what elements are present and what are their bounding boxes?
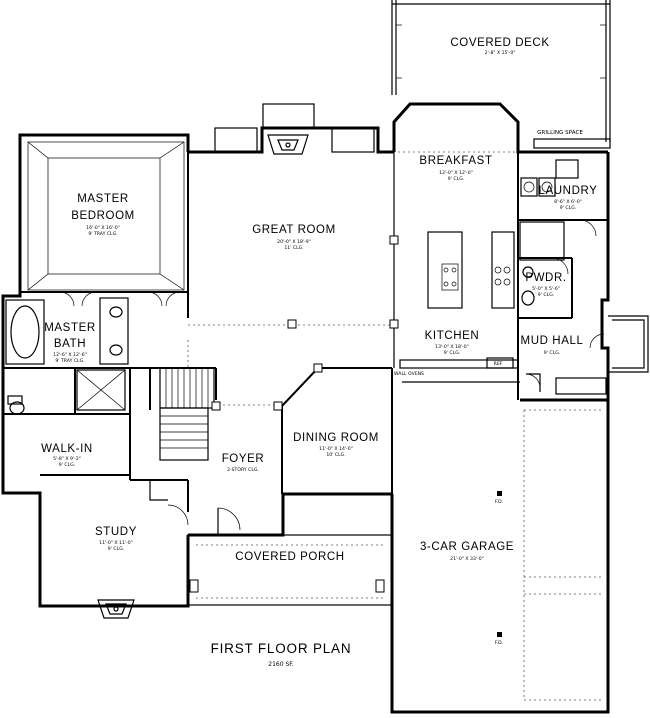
room-labels: COVERED DECK 2'-8" X 15'-0" GRILLING SPA… [41,37,597,668]
columns [189,235,399,593]
svg-text:10' CLG.: 10' CLG. [326,452,345,458]
svg-text:16'-0" X 16'-0": 16'-0" X 16'-0" [86,225,120,231]
label-garage: 3-CAR GARAGE [420,541,514,553]
label-breakfast: BREAKFAST [419,155,492,167]
svg-text:20'-0" X 18'-9": 20'-0" X 18'-9" [277,239,311,245]
svg-text:9' CLG.: 9' CLG. [560,205,576,211]
svg-text:9' TRAY CLG.: 9' TRAY CLG. [88,231,117,237]
label-ref: REF [494,361,503,367]
svg-text:12'-6" X 12'-6": 12'-6" X 12'-6" [53,352,87,358]
svg-text:2'-8" X 15'-0": 2'-8" X 15'-0" [485,50,516,56]
svg-text:13'-0" X 18'-0": 13'-0" X 18'-0" [435,344,469,350]
label-master-bedroom-1: MASTER [77,193,129,205]
label-wall-oven: WALL OVENS [394,371,424,377]
svg-text:11'-0" X 11'-0": 11'-0" X 11'-0" [99,540,133,546]
svg-text:2-STORY CLG.: 2-STORY CLG. [227,467,259,473]
svg-text:9' CLG.: 9' CLG. [544,350,560,356]
svg-text:11'-0" X 14'-0": 11'-0" X 14'-0" [319,446,353,452]
stair-treads [160,368,209,449]
svg-text:9' CLG.: 9' CLG. [448,176,464,182]
interior-walls [3,141,608,701]
label-covered-deck: COVERED DECK [450,37,549,49]
label-covered-porch: COVERED PORCH [235,551,344,563]
label-pwdr: PWDR. [525,272,566,284]
floor-drains [497,491,502,637]
fireplace [214,103,375,155]
label-mud-hall: MUD HALL [521,335,584,347]
label-dining-room: DINING ROOM [293,432,379,444]
svg-text:9' CLG.: 9' CLG. [538,292,554,298]
svg-text:21'-0" X 33'-0": 21'-0" X 33'-0" [450,556,484,562]
plan-area: 2160 SF. [268,661,293,668]
svg-text:F.D.: F.D. [495,499,503,505]
svg-text:11' CLG.: 11' CLG. [284,245,303,251]
label-laundry: LAUNDRY [539,185,598,197]
label-study: STUDY [95,526,137,538]
svg-text:F.D.: F.D. [495,640,503,646]
label-master-bath-1: MASTER [44,322,96,334]
label-great-room: GREAT ROOM [252,224,336,236]
label-grilling: GRILLING SPACE [537,130,583,136]
svg-text:5'-8" X 9'-2": 5'-8" X 9'-2" [53,456,81,462]
svg-text:9' CLG.: 9' CLG. [444,350,460,356]
label-kitchen: KITCHEN [425,330,480,342]
svg-text:9' CLG.: 9' CLG. [59,462,75,468]
covered-deck [391,0,611,149]
label-master-bath-2: BATH [54,338,86,350]
side-stoop [608,315,649,373]
svg-text:5'-0" X 5'-6": 5'-0" X 5'-6" [532,286,560,292]
plan-title: FIRST FLOOR PLAN [211,641,352,656]
svg-text:12'-0" X 12'-0": 12'-0" X 12'-0" [439,170,473,176]
label-master-bedroom-2: BEDROOM [71,210,135,222]
svg-text:8'-6" X 6'-0": 8'-6" X 6'-0" [554,199,582,205]
label-foyer: FOYER [222,453,265,465]
label-walk-in: WALK-IN [41,443,93,455]
svg-text:9' TRAY CLG.: 9' TRAY CLG. [55,358,84,364]
svg-text:9' CLG.: 9' CLG. [108,546,124,552]
